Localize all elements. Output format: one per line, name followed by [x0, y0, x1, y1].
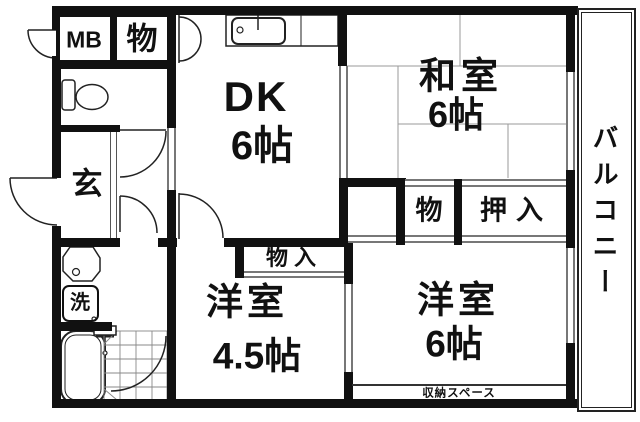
- sliding-door-storage-mid-bottom: [405, 235, 454, 243]
- meter-box-door-swing: [27, 29, 57, 59]
- sliding-door-oshiire-top: [462, 179, 566, 187]
- wall-segment: [566, 343, 575, 408]
- wall-segment: [566, 6, 575, 72]
- closet-label-monoire: 物入: [265, 245, 323, 270]
- toilet-icon: [61, 79, 109, 111]
- wall-segment: [52, 60, 176, 69]
- label-storage-space: 収納スペース: [422, 387, 496, 400]
- toilet-door-swing: [119, 129, 167, 178]
- closet-label-storage-mid: 物: [415, 195, 443, 226]
- wall-segment: [235, 238, 244, 278]
- room-label-storage-top: 物: [126, 21, 158, 57]
- sliding-door-hall-dk: [167, 128, 176, 190]
- room-size-dk: 6帖: [230, 124, 294, 168]
- meter-box: [56, 13, 114, 64]
- tatami-lines: [347, 15, 566, 178]
- window-washitsu-balcony: [566, 72, 575, 170]
- room-label-yoshitsu6: 洋室: [417, 279, 499, 321]
- balcony-area: [577, 8, 636, 412]
- storage-closet-top: [113, 13, 171, 64]
- storage-space-line: [352, 384, 566, 386]
- wall-segment: [339, 178, 406, 187]
- label-balcony: バルコニー: [589, 124, 619, 304]
- wash-basin-icon: [62, 246, 101, 322]
- fixture-label-laundry: 洗: [70, 292, 90, 314]
- genkan-step-line: [110, 132, 117, 238]
- storage-double-door-swing: [178, 15, 202, 63]
- sliding-door-nook: [348, 235, 396, 243]
- wall-segment: [344, 372, 353, 408]
- sliding-door-oshiire-bottom: [462, 235, 566, 243]
- wall-segment: [338, 6, 347, 66]
- wall-segment: [158, 238, 177, 247]
- sliding-door-dk-washitsu: [339, 66, 348, 178]
- closet-label-oshiire: 押入: [480, 195, 552, 226]
- room-size-yoshitsu6: 6帖: [425, 323, 483, 365]
- washroom-door-swing: [119, 195, 158, 234]
- dk-door-swing: [178, 193, 224, 239]
- room-label-yoshitsu45: 洋室: [206, 281, 288, 323]
- wall-segment: [52, 399, 578, 408]
- wall-segment: [52, 6, 578, 15]
- wall-segment: [566, 170, 575, 248]
- room-label-washitsu: 和室: [419, 55, 503, 97]
- room-size-yoshitsu45: 4.5帖: [212, 335, 302, 377]
- kitchen-sink-icon: [225, 9, 339, 47]
- room-label-dk: DK: [223, 73, 289, 120]
- window-yoshitsu6-balcony: [566, 248, 575, 343]
- wall-segment: [52, 226, 61, 408]
- sliding-door-storage-mid-top: [405, 179, 454, 187]
- balcony-railing: [581, 12, 632, 408]
- room-label-genkan: 玄: [71, 166, 103, 202]
- wall-segment: [167, 6, 176, 64]
- wall-segment: [167, 190, 176, 408]
- wall-segment: [344, 238, 353, 284]
- sliding-door-monoire: [244, 271, 344, 278]
- entrance-door-swing: [9, 177, 58, 226]
- wall-segment: [52, 125, 120, 132]
- wall-segment: [396, 179, 405, 245]
- wall-segment: [52, 56, 61, 178]
- room-label-meter-box: MB: [66, 26, 102, 53]
- wall-segment: [52, 238, 120, 247]
- wall-segment: [167, 64, 176, 128]
- washing-machine-box: [62, 285, 99, 322]
- wall-segment: [56, 322, 112, 331]
- sliding-door-yoshitsu45-yoshitsu6: [344, 284, 353, 372]
- wall-segment: [454, 179, 462, 245]
- wall-segment: [224, 238, 348, 247]
- room-size-washitsu: 6帖: [427, 94, 485, 135]
- wall-segment: [339, 178, 348, 246]
